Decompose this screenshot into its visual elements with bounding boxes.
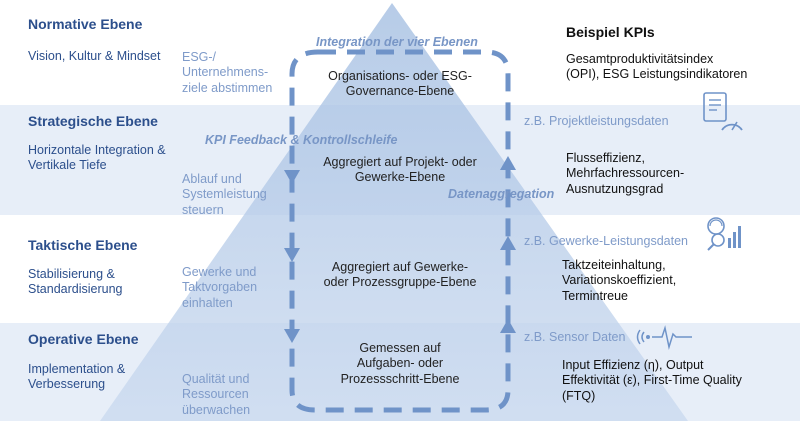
down-arrow-head-1 [284, 170, 300, 184]
level-title-normative: Normative Ebene [28, 16, 143, 32]
pyramid [100, 3, 688, 421]
up-arrow-head-2 [500, 236, 516, 250]
kpi-strategic: Flusseffizienz,Mehrfachressourcen-Ausnut… [566, 151, 685, 196]
center-tactical: Aggregiert auf Gewerke-oder Prozessgrupp… [323, 260, 477, 290]
down-arrow-head-3 [284, 329, 300, 343]
level-desc-tactical: Stabilisierung &Standardisierung [28, 267, 123, 297]
up-arrow-head-1 [500, 156, 516, 170]
feedback-label: KPI Feedback & Kontrollschleife [205, 133, 398, 147]
sensor-signal-icon [636, 325, 692, 350]
flow-strategic: z.B. Projektleistungsdaten [524, 114, 669, 128]
up-arrow-head-3 [500, 319, 516, 333]
report-gauge-icon [703, 92, 743, 131]
goal-normative: ESG-/Unternehmens-ziele abstimmen [182, 50, 273, 95]
kpi-header: Beispiel KPIs [566, 24, 655, 40]
flow-tactical: z.B. Gewerke-Leistungsdaten [524, 234, 688, 248]
analytics-magnifier-icon [707, 217, 741, 251]
flow-operative: z.B. Sensor Daten [524, 330, 626, 344]
level-title-operative: Operative Ebene [28, 331, 139, 347]
level-desc-operative: Implementation &Verbesserung [28, 362, 126, 392]
level-title-tactical: Taktische Ebene [28, 237, 138, 253]
integration-loop [289, 49, 511, 413]
aggregation-label: Datenaggregation [448, 187, 555, 201]
level-desc-strategic: Horizontale Integration &Vertikale Tiefe [28, 143, 166, 173]
level-title-strategic: Strategische Ebene [28, 113, 158, 129]
level-desc-normative: Vision, Kultur & Mindset [28, 49, 161, 63]
down-arrow-head-2 [284, 248, 300, 262]
kpi-normative: Gesamtproduktivitätsindex(OPI), ESG Leis… [566, 52, 748, 82]
integration-label: Integration der vier Ebenen [316, 35, 478, 49]
kpi-tactical: Taktzeiteinhaltung,Variationskoeffizient… [562, 258, 677, 303]
center-normative: Organisations- oder ESG-Governance-Ebene [328, 69, 472, 99]
